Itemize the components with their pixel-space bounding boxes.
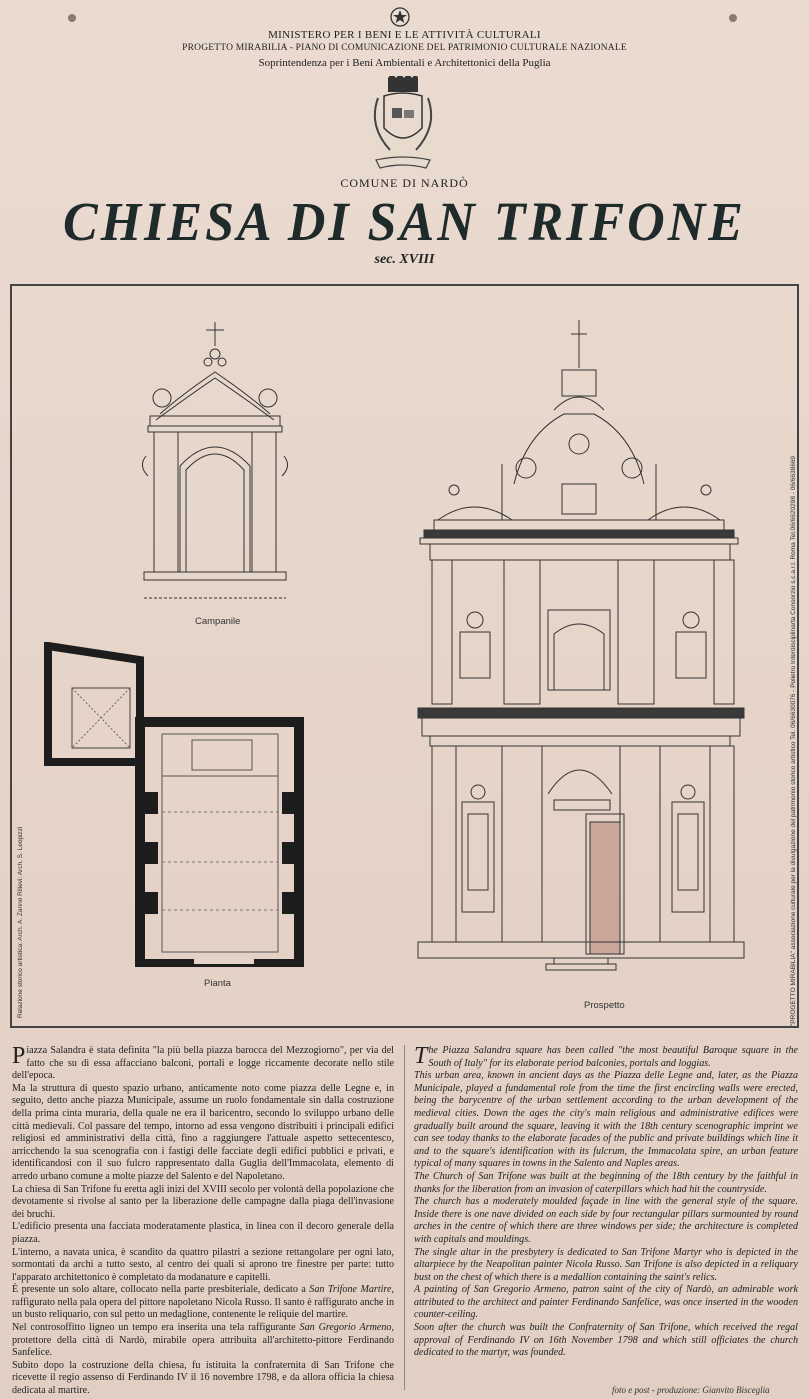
italian-paragraph: È presente un solo altare, collocato nel… [12, 1284, 394, 1322]
italian-paragraph: L'edificio presenta una facciata moderat… [12, 1221, 394, 1245]
italian-text: Nel controsoffitto ligneo un tempo era i… [12, 1322, 300, 1334]
italian-text: San Trifone Martire [309, 1284, 392, 1296]
italian-text: iazza Salandra è stata definita "la più … [12, 1045, 394, 1082]
english-paragraph: The single altar in the presbytery is de… [414, 1246, 798, 1283]
english-paragraph: Soon after the church was built the Conf… [414, 1322, 798, 1359]
dropcap: T [414, 1043, 428, 1069]
english-paragraph: The Church of San Trifone was built at t… [414, 1170, 798, 1195]
facade-caption: Prospetto [584, 1000, 625, 1011]
italian-paragraph: Ma la struttura di questo spazio urbano,… [12, 1082, 394, 1182]
ministry-heading: MINISTERO PER I BENI E LE ATTIVITÀ CULTU… [268, 29, 541, 41]
campanile-caption: Campanile [195, 616, 241, 627]
english-paragraph: A painting of San Gregorio Armeno, patro… [414, 1284, 798, 1321]
italian-paragraph: La chiesa di San Trifone fu eretta agli … [12, 1183, 394, 1220]
project-heading: PROGETTO MIRABILIA - PIANO DI COMUNICAZI… [182, 43, 627, 53]
dropcap: P [12, 1043, 26, 1069]
italian-paragraph: Subito dopo la costruzione della chiesa,… [12, 1359, 394, 1397]
italian-text: , raffigurato nella pala opera del pitto… [12, 1284, 394, 1321]
mounting-pin [729, 14, 737, 22]
soprintendenza-heading: Soprintendenza per i Beni Ambientali e A… [258, 57, 551, 69]
italian-text: , protettore della città di Nardò, mirab… [12, 1322, 394, 1359]
english-paragraph: This urban area, known in ancient days a… [414, 1070, 798, 1170]
drawing-credit-right: "PROGETTO MIRABILIA" associazione cultur… [790, 455, 797, 1026]
italian-paragraph: L'interno, a navata unica, è scandito da… [12, 1246, 394, 1283]
mounting-pin [68, 14, 76, 22]
floor-plan-drawing [44, 642, 304, 967]
photo-credit: foto e post - produzione: Gianvito Bisce… [612, 1385, 770, 1395]
column-divider [404, 1045, 405, 1390]
italian-republic-emblem-icon [390, 7, 410, 27]
floor-plan-caption: Pianta [204, 978, 231, 989]
english-text: he Piazza Salandra square has been calle… [428, 1045, 798, 1069]
page-title: CHIESA DI SAN TRIFONE [63, 192, 746, 253]
drawings-frame: Campanile Pianta [10, 284, 799, 1028]
page-subtitle: sec. XVIII [374, 252, 435, 267]
facade-elevation-drawing [417, 320, 745, 971]
italian-text: San Gregorio Armeno [299, 1322, 392, 1334]
italian-paragraph: Nel controsoffitto ligneo un tempo era i… [12, 1322, 394, 1360]
comune-heading: COMUNE DI NARDÒ [340, 176, 469, 190]
campanile-drawing [142, 322, 288, 599]
english-paragraph: The church has a moderately moulded faça… [414, 1196, 798, 1245]
italian-text: È presente un solo altare, collocato nel… [12, 1284, 310, 1296]
coat-of-arms-icon [374, 76, 432, 169]
drawing-credit-left: Relazione storico artistica: Arch. A. Za… [17, 826, 24, 1018]
